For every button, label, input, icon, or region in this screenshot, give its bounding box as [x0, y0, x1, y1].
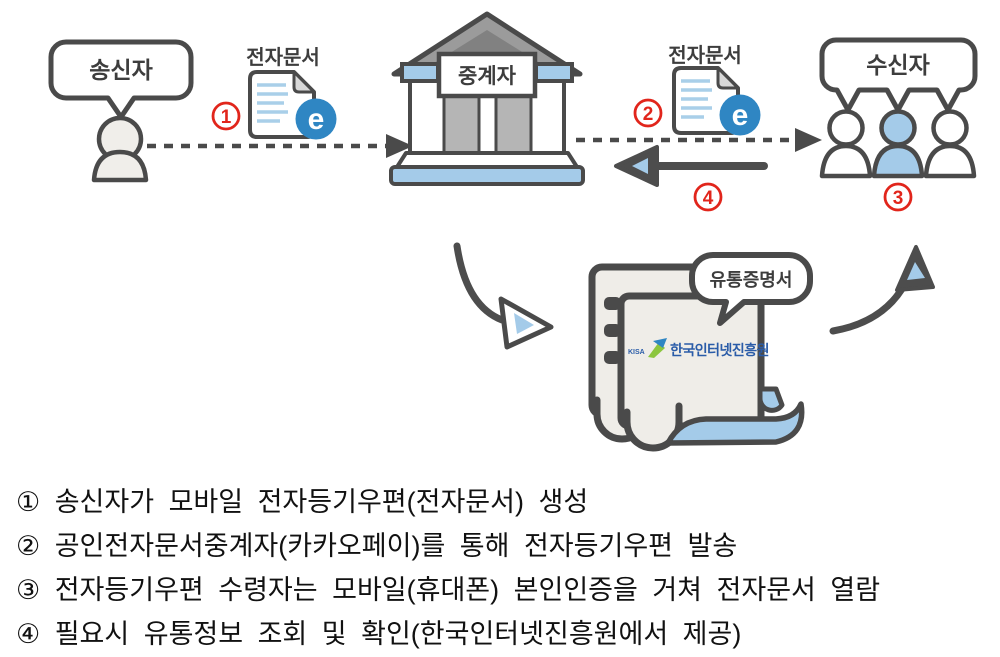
certificate-front-page: [617, 292, 765, 430]
step-description-2: ② 공인전자문서중계자(카카오페이)를 통해 전자등기우편 발송: [16, 531, 738, 561]
e-badge-icon: [295, 98, 337, 140]
sender-group: 송신자: [48, 39, 194, 183]
arrow-relay-to-receiver: [576, 128, 822, 152]
svg-text:3: 3: [893, 188, 904, 209]
step-marker-2: 2: [633, 98, 663, 128]
edoc-left-group: 전자문서 e: [246, 46, 337, 140]
e-badge-letter: e: [732, 99, 749, 132]
arrowhead-left-accent: [632, 158, 648, 174]
e-badge-icon: [719, 94, 761, 136]
step-descriptions: ① 송신자가 모바일 전자등기우편(전자문서) 생성 ② 공인전자문서중계자(카…: [16, 480, 996, 656]
edoc-left-icon: e: [248, 70, 337, 140]
receiver-person-right-icon: [923, 109, 977, 179]
arrow-certificate-to-receiver: [829, 245, 935, 335]
receiver-person-left-icon: [819, 109, 873, 179]
step-description-4: ④ 필요시 유통정보 조회 및 확인(한국인터넷진흥원에서 제공): [16, 619, 742, 649]
step-marker-4: 4: [693, 182, 723, 212]
edoc-left-label: 전자문서: [246, 46, 320, 69]
svg-text:1: 1: [221, 107, 232, 128]
receiver-speech-bubble: [819, 37, 978, 113]
sender-speech-bubble: [48, 39, 194, 120]
receiver-label: 수신자: [866, 52, 929, 78]
arrow-sender-to-relay: [147, 134, 413, 158]
svg-text:2: 2: [643, 104, 654, 125]
sender-person-icon: [91, 115, 149, 183]
certificate-tab: [604, 324, 621, 337]
e-badge-letter: e: [308, 103, 325, 136]
arrow-relay-to-certificate: [453, 242, 554, 350]
certificate-tab: [604, 351, 621, 364]
curved-arrowhead-accent: [514, 313, 534, 334]
certificate-corner-curl: [757, 386, 785, 413]
edoc-right-group: 전자문서 e: [668, 44, 761, 136]
certificate-tab: [604, 297, 621, 310]
arrow-return-to-relay: [614, 145, 768, 187]
certificate-group: KISA 한국인터넷진흥원 유통증명서: [588, 252, 813, 452]
curved-arrowhead-accent: [907, 262, 925, 280]
receiver-person-center-icon: [871, 109, 925, 179]
svg-text:4: 4: [703, 188, 714, 209]
kisa-logo-name: 한국인터넷진흥원: [670, 342, 769, 358]
step-marker-3: 3: [883, 182, 913, 212]
certificate-label: 유통증명서: [710, 270, 793, 290]
arrowhead-right-icon: [795, 128, 822, 152]
kisa-logo-mark-blue: [653, 338, 667, 348]
receiver-group: 수신자: [819, 37, 978, 179]
relay-label: 중계자: [458, 65, 517, 88]
sender-label: 송신자: [89, 57, 152, 83]
relay-sign: [436, 51, 538, 99]
step-description-3: ③ 전자등기우편 수령자는 모바일(휴대폰) 본인인증을 거쳐 전자문서 열람: [16, 575, 881, 605]
step-description-1: ① 송신자가 모바일 전자등기우편(전자문서) 생성: [16, 487, 589, 517]
edoc-right-icon: e: [672, 66, 761, 136]
flow-diagram-canvas: 송신자 전자문서 e: [48, 11, 978, 452]
kisa-logo: KISA 한국인터넷진흥원: [628, 338, 770, 358]
arrowhead-right-icon: [386, 134, 413, 158]
relay-building-icon: 중계자: [389, 11, 585, 186]
certificate-ribbon: [665, 401, 805, 446]
step-marker-1: 1: [211, 101, 241, 131]
edoc-right-label: 전자문서: [668, 44, 742, 67]
kisa-logo-prefix: KISA: [628, 349, 645, 356]
certificate-speech-bubble: [689, 252, 813, 326]
